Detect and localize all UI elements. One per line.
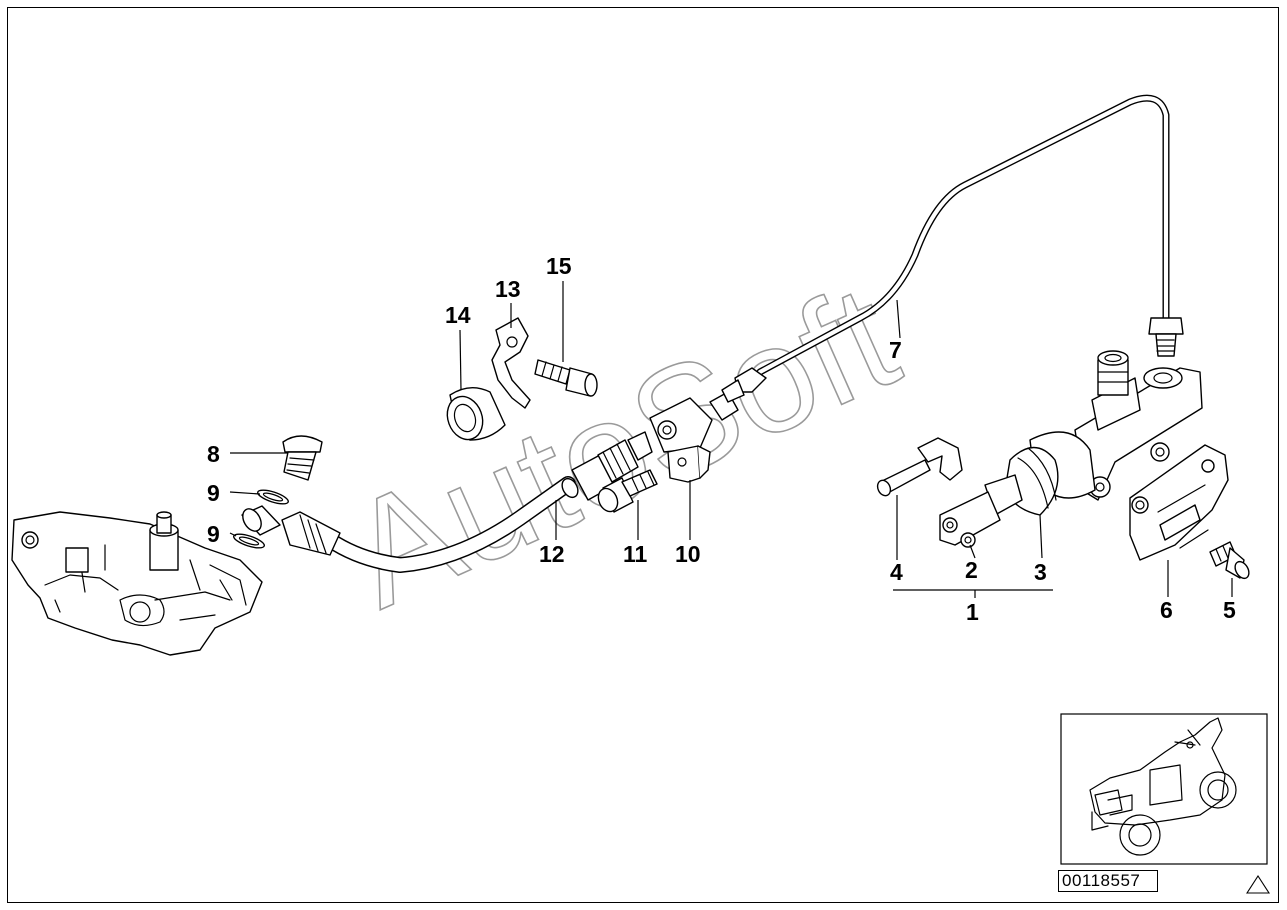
warning-triangle-icon — [1245, 874, 1271, 894]
callout-1: 1 — [966, 599, 979, 625]
callout-5: 5 — [1223, 597, 1236, 623]
socket-screw — [534, 359, 598, 397]
hose-clamp — [491, 317, 531, 409]
callout-15: 15 — [546, 253, 572, 279]
holder-plate — [1129, 444, 1229, 561]
clevis-pin — [876, 437, 963, 497]
callout-9-upper: 9 — [207, 480, 220, 506]
sealing-rings — [233, 489, 289, 549]
brake-caliper — [11, 511, 263, 656]
callout-12: 12 — [539, 541, 565, 567]
master-cylinder — [1004, 350, 1203, 516]
diagram-frame — [7, 7, 1279, 903]
callout-6: 6 — [1160, 597, 1173, 623]
brake-pipe — [721, 94, 1184, 403]
callout-2: 2 — [965, 557, 978, 583]
callout-8: 8 — [207, 441, 220, 467]
callout-3: 3 — [1034, 559, 1047, 585]
callout-9-lower: 9 — [207, 521, 220, 547]
pipe-bracket — [649, 391, 739, 483]
reference-id: 00118557 — [1058, 870, 1158, 892]
callout-10: 10 — [675, 541, 701, 567]
hose-connector — [571, 431, 653, 501]
banjo-bolt — [282, 435, 323, 481]
callout-7: 7 — [889, 337, 902, 363]
callout-13: 13 — [495, 276, 521, 302]
callout-4: 4 — [890, 559, 903, 585]
rubber-grommet — [446, 387, 506, 441]
bolt-screw — [1209, 541, 1250, 580]
leader-lines — [229, 281, 1233, 598]
push-rod-fork — [939, 474, 1023, 548]
callout-14: 14 — [445, 302, 471, 328]
motorcycle-thumbnail — [1060, 713, 1268, 865]
callouts: 8 9 9 14 13 15 12 11 10 7 4 2 3 1 6 5 — [207, 253, 1236, 625]
hex-screw — [597, 469, 658, 513]
brake-hose — [241, 476, 579, 573]
callout-11: 11 — [623, 541, 648, 567]
